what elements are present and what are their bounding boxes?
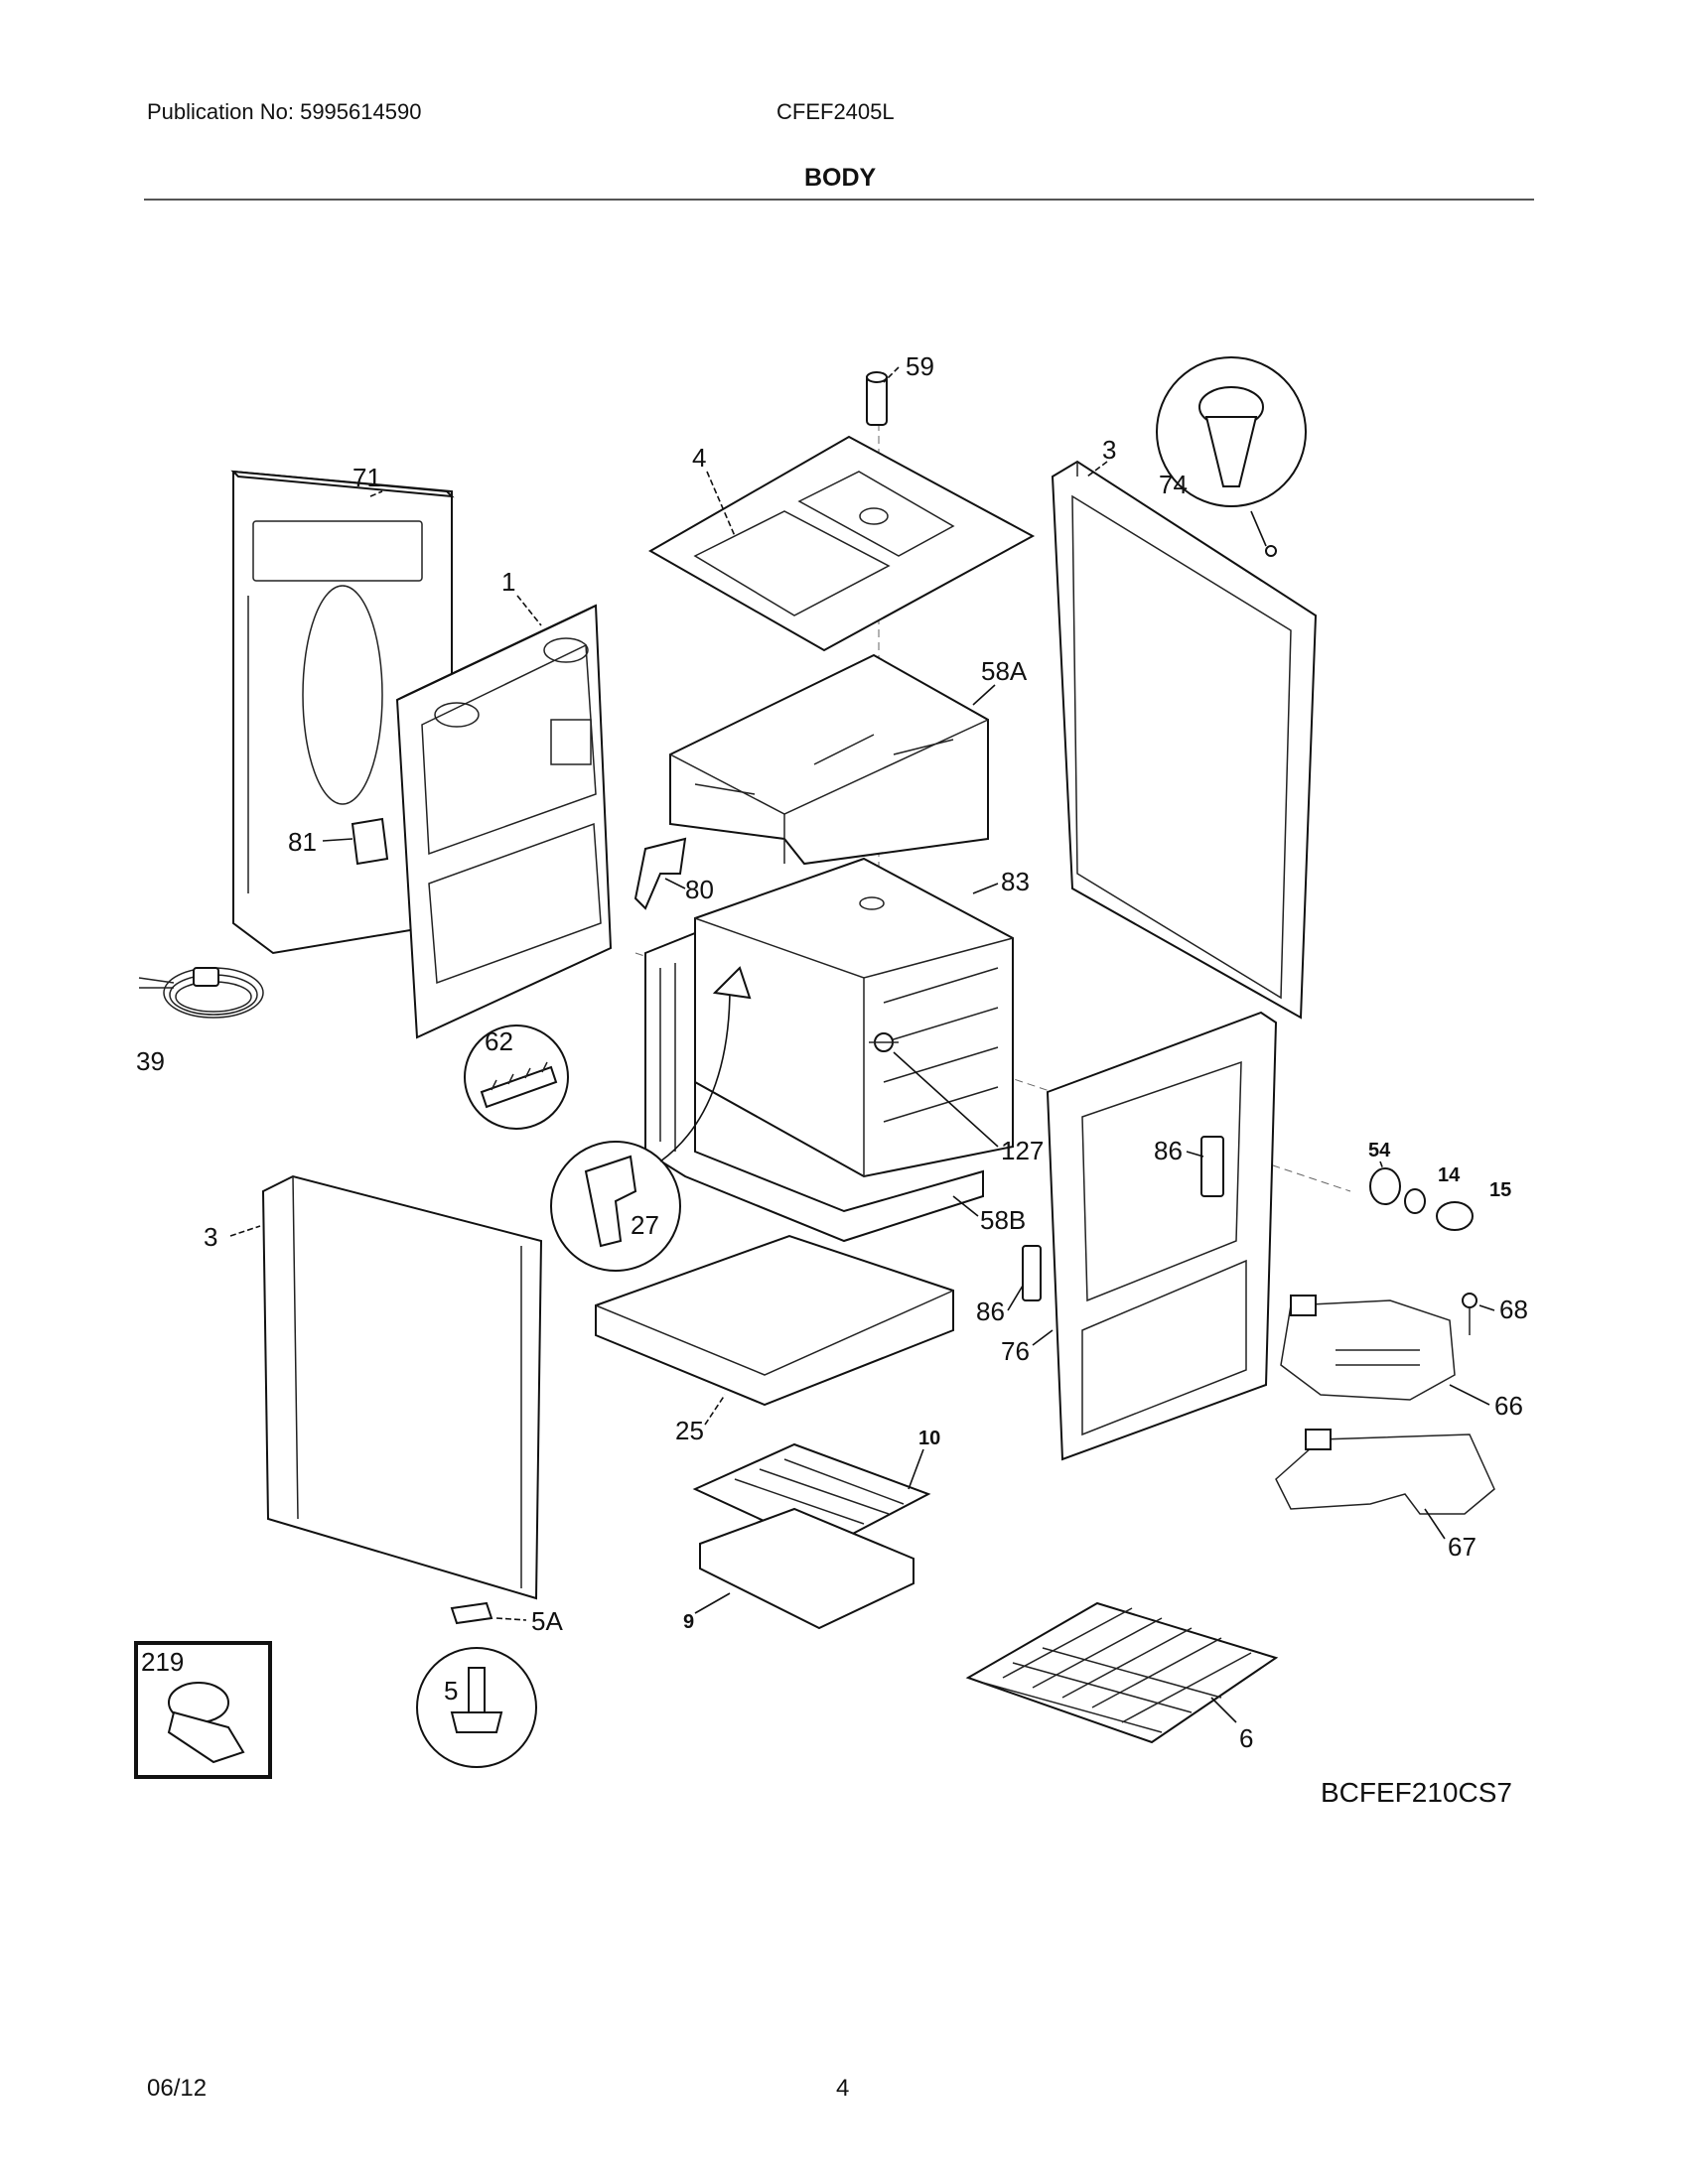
part-9-broil-pan (699, 1507, 914, 1630)
part-80-bracket (633, 837, 687, 910)
callout-71: 71 (352, 463, 381, 492)
footer-date: 06/12 (147, 2075, 208, 2102)
leader-3l (229, 1225, 261, 1237)
part-1-rear-frame (395, 604, 613, 1039)
callout-5a: 5A (531, 1606, 563, 1636)
callout-62: 62 (485, 1026, 513, 1056)
callout-4: 4 (692, 443, 706, 473)
callout-25: 25 (675, 1416, 704, 1445)
leader-67 (1424, 1508, 1446, 1540)
leader-9 (694, 1592, 731, 1614)
callout-54: 54 (1368, 1140, 1391, 1161)
leader-3r (1086, 461, 1108, 478)
callout-1: 1 (501, 567, 515, 597)
callout-6: 6 (1239, 1723, 1253, 1753)
part-86-hinge-lower (1022, 1245, 1042, 1301)
callout-27: 27 (631, 1210, 659, 1240)
leader-54 (1379, 1160, 1384, 1170)
part-83-oven-cavity (694, 857, 1014, 1178)
leader-10 (908, 1448, 924, 1490)
leader-81 (322, 838, 353, 842)
part-39-power-cord (138, 967, 264, 1019)
leader-80 (664, 878, 686, 889)
part-76-front-frame (1046, 1011, 1278, 1461)
callout-81: 81 (288, 827, 317, 857)
part-62-terminal-block (464, 1024, 569, 1130)
diagram-code: BCFEF210CS7 (1321, 1777, 1512, 1808)
callout-58b: 58B (980, 1205, 1026, 1235)
callout-59: 59 (906, 351, 934, 381)
leader-83 (972, 883, 999, 894)
callout-68: 68 (1499, 1295, 1528, 1324)
part-15-bulb (1436, 1201, 1474, 1231)
part-5-leveling-leg (416, 1647, 537, 1768)
part-59-pin (866, 371, 888, 426)
part-68-screw (1462, 1293, 1477, 1335)
callout-86-mid: 86 (976, 1297, 1005, 1326)
model-number: CFEF2405L (776, 99, 895, 124)
callout-74: 74 (1159, 470, 1188, 499)
part-14-socket (1404, 1188, 1426, 1214)
header-divider (144, 199, 1534, 201)
leader-86m (1007, 1285, 1024, 1311)
part-3-left-side-panel (261, 1174, 543, 1600)
callout-14: 14 (1438, 1164, 1461, 1186)
part-54-lamp-cover (1369, 1167, 1401, 1205)
leader-25 (704, 1394, 726, 1426)
leader-6 (1210, 1697, 1237, 1723)
leader-86r (1186, 1151, 1204, 1158)
part-5a-leveler-bracket (450, 1601, 493, 1625)
part-58a-top-insulation (669, 653, 989, 866)
part-6-oven-rack (965, 1601, 1279, 1744)
leader-76 (1032, 1329, 1054, 1346)
callout-39: 39 (136, 1046, 165, 1076)
callout-127: 127 (1001, 1136, 1044, 1165)
part-81-bracket (351, 817, 389, 866)
callout-3-right: 3 (1102, 435, 1116, 465)
callout-76: 76 (1001, 1336, 1030, 1366)
callout-9: 9 (683, 1611, 694, 1633)
leader-58a (972, 684, 996, 706)
section-title: BODY (804, 164, 877, 192)
part-4-top-panel (647, 435, 1036, 652)
leader-4 (706, 471, 736, 537)
footer-page-number: 4 (836, 2075, 850, 2102)
leader-127 (893, 1051, 999, 1148)
part-67-bake-element (1275, 1429, 1495, 1515)
leader-5a (495, 1617, 527, 1621)
callout-5: 5 (444, 1676, 458, 1706)
part-3-right-side-panel (1051, 460, 1318, 1020)
part-74-lamp (1156, 356, 1307, 557)
publication-number: Publication No: 5995614590 (147, 99, 422, 124)
leader-59 (883, 366, 900, 383)
callout-3-left: 3 (204, 1222, 217, 1252)
callout-86-right: 86 (1154, 1136, 1183, 1165)
leader-1 (516, 595, 542, 626)
callout-10: 10 (918, 1428, 940, 1449)
part-219-inset-box (134, 1641, 272, 1779)
callout-219: 219 (141, 1647, 184, 1677)
part-71-back-panel (230, 470, 455, 955)
callout-80: 80 (685, 875, 714, 904)
leader-71 (369, 490, 383, 497)
callout-67: 67 (1448, 1532, 1477, 1562)
part-127-sensor (869, 1032, 899, 1052)
callout-66: 66 (1494, 1391, 1523, 1421)
leader-74 (1250, 510, 1267, 547)
leader-68 (1478, 1304, 1495, 1311)
leader-58b (952, 1195, 979, 1217)
leader-66 (1449, 1384, 1490, 1406)
part-86-hinge (1200, 1136, 1224, 1197)
part-25-bottom-panel (595, 1234, 954, 1407)
callout-83: 83 (1001, 867, 1030, 896)
callout-15: 15 (1489, 1179, 1511, 1201)
part-66-broil-element (1280, 1295, 1456, 1401)
callout-58a: 58A (981, 656, 1028, 686)
part-27-clip (550, 966, 752, 1272)
